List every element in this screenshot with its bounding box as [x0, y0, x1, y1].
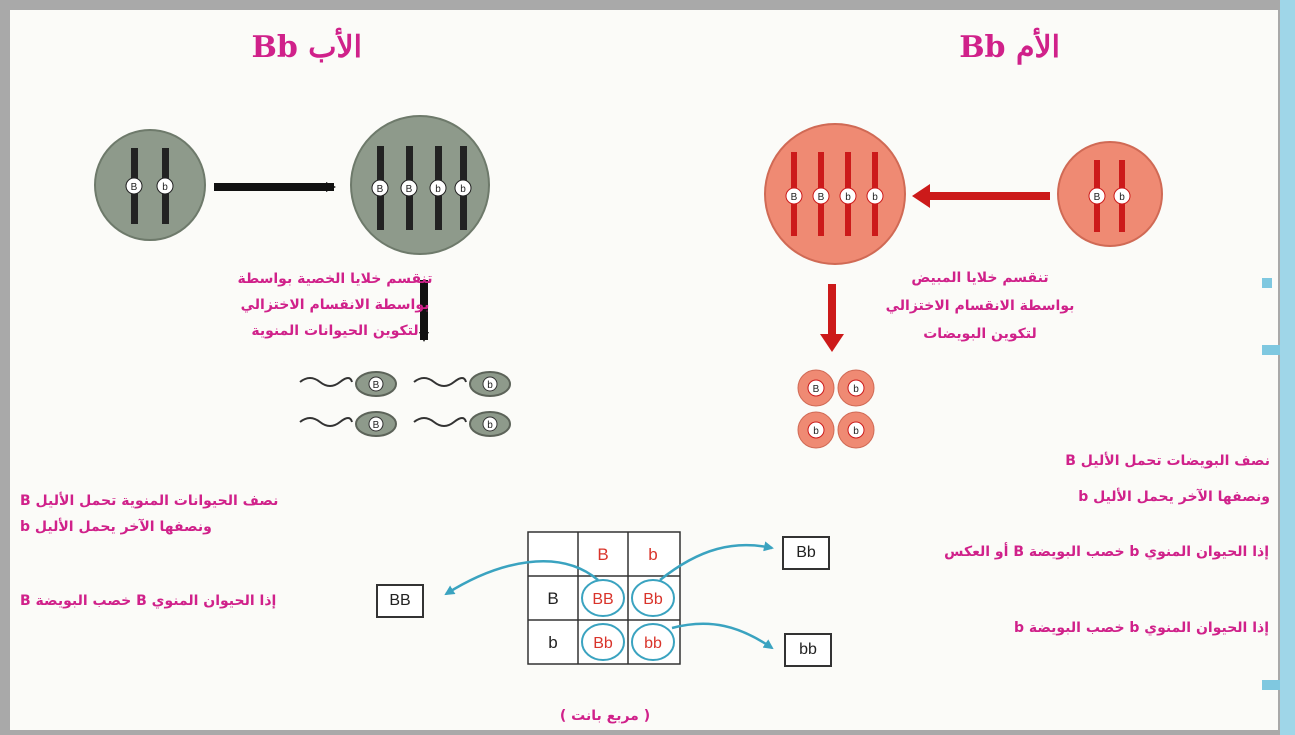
allele-label: B [813, 384, 820, 395]
text-line: بواسطة الانقسام الاختزالي [885, 298, 1075, 314]
allele-label: b [872, 192, 878, 203]
allele-label: B [373, 380, 380, 391]
text-line: ونصفها الآخر يحمل الأليل b [20, 519, 212, 535]
decorative-marker [1262, 345, 1280, 355]
punnett-square: B b B b BB Bb Bb bb [527, 531, 681, 665]
allele-label: B [1094, 192, 1101, 203]
allele-label: b [853, 426, 859, 437]
genotype-box-Bb: Bb [782, 536, 830, 570]
sperm-cells: B b B b [299, 371, 511, 437]
punnett-cell: BB [592, 591, 613, 608]
egg-cells: B b b b [797, 369, 875, 449]
father-division-text: تنقسم خلايا الخصية بواسطة بواسطة الانقسا… [205, 266, 465, 344]
punnett-cell: Bb [593, 635, 613, 652]
punnett-cell: bb [644, 635, 662, 652]
mother-case2-text: إذا الحيوان المنوي b خصب البويضة b [1013, 620, 1269, 636]
connector-arrow [671, 622, 774, 650]
arrowhead [912, 184, 930, 208]
punnett-col-header: b [648, 545, 657, 564]
father-half-text: نصف الحيوانات المنوية تحمل الأليل B ونصف… [20, 488, 385, 540]
punnett-cell: Bb [643, 591, 663, 608]
decorative-edge-strip [1280, 0, 1295, 735]
father-case-text: إذا الحيوان المنوي B خصب البويضة B [20, 593, 277, 609]
allele-label: b [853, 384, 859, 395]
genotype-box-bb: bb [784, 633, 832, 667]
text-line: بواسطة الانقسام الاختزالي [240, 297, 430, 313]
allele-label: B [131, 182, 138, 193]
genotype-box-BB: BB [376, 584, 424, 618]
text-line: لتكوين البويضات [923, 326, 1037, 342]
allele-label: b [813, 426, 819, 437]
allele-label: b [460, 184, 466, 195]
father-duplicated-cell: B B b b [350, 115, 490, 255]
allele-label: B [406, 184, 413, 195]
allele-label: b [487, 420, 493, 431]
allele-label: b [435, 184, 441, 195]
text-line: نصف البويضات تحمل الأليل B [1065, 453, 1270, 469]
punnett-caption: ( مربع بانت ) [559, 708, 651, 724]
allele-label: B [791, 192, 798, 203]
connector-arrow [659, 541, 774, 581]
mother-case1-text: إذا الحيوان المنوي b خصب البويضة B أو ال… [944, 544, 1269, 560]
father-title: الأب Bb [251, 30, 362, 65]
arrowhead [820, 334, 844, 352]
decorative-marker [1262, 680, 1280, 690]
punnett-row-header: B [547, 589, 558, 608]
punnett-col-header: B [597, 545, 608, 564]
text-line: تنقسم خلايا المبيض [911, 270, 1049, 286]
mother-duplicated-cell: B B b b [764, 123, 906, 265]
connector-arrow [444, 560, 599, 596]
text-line: لتكوين الحيوانات المنوية [251, 323, 419, 339]
allele-label: b [1119, 192, 1125, 203]
text-line: تنقسم خلايا الخصية بواسطة [237, 271, 433, 287]
allele-label: B [373, 420, 380, 431]
text-line: نصف الحيوانات المنوية تحمل الأليل B [20, 493, 279, 509]
mother-cell: B b [1057, 141, 1163, 247]
mother-division-text: تنقسم خلايا المبيض بواسطة الانقسام الاخت… [865, 264, 1095, 348]
allele-label: b [845, 192, 851, 203]
allele-label: b [487, 380, 493, 391]
punnett-row-header: b [548, 633, 557, 652]
allele-label: b [162, 182, 168, 193]
text-line: ونصفها الآخر يحمل الأليل b [1078, 489, 1270, 505]
decorative-marker [1262, 278, 1272, 288]
father-cell: B b [94, 129, 206, 241]
allele-label: B [818, 192, 825, 203]
allele-label: B [377, 184, 384, 195]
mother-half-text: نصف البويضات تحمل الأليل B ونصفها الآخر … [950, 443, 1270, 515]
mother-title: الأم Bb [959, 30, 1060, 65]
